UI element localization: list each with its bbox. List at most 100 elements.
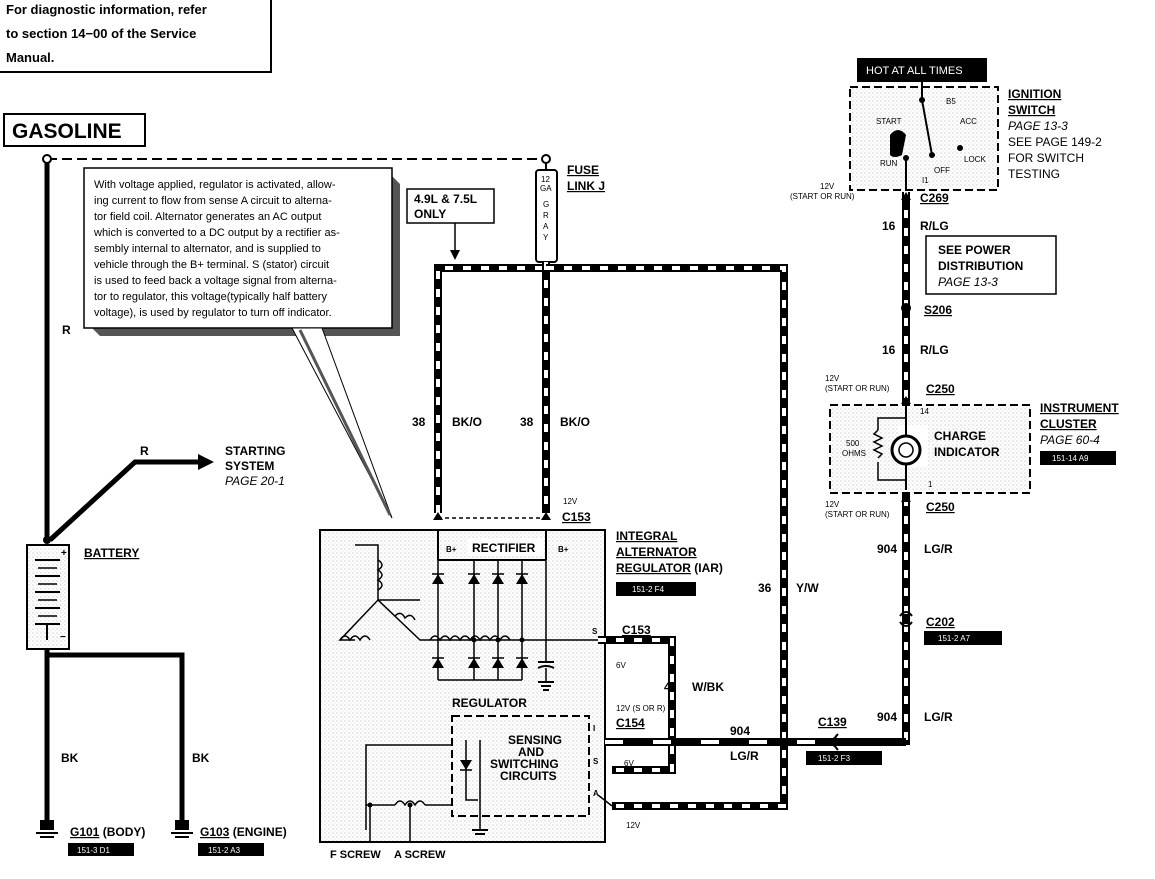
w16-color-2: R/LG <box>920 343 949 357</box>
note-line-1: For diagnostic information, refer <box>6 2 207 17</box>
splice-node <box>42 154 52 164</box>
g103-location: (ENGINE) <box>233 825 287 839</box>
w38-color-1: BK/O <box>452 415 482 429</box>
w16-color-1: R/LG <box>920 219 949 233</box>
callout-line: With voltage applied, regulator is activ… <box>94 179 336 191</box>
svg-text:B5: B5 <box>946 97 956 106</box>
regulator-label: REGULATOR <box>452 696 527 710</box>
svg-text:G: G <box>543 200 549 209</box>
callout-line: is used to feed back a voltage signal fr… <box>94 275 337 287</box>
wbk-wire <box>598 636 676 774</box>
note-line-3: Manual. <box>6 50 54 65</box>
starting-page: PAGE 20-1 <box>225 474 285 488</box>
svg-text:500: 500 <box>846 439 860 448</box>
field-coil <box>365 744 452 842</box>
callout-line: ing current to flow from sense A circuit… <box>94 195 332 207</box>
cluster-ref-badge <box>1040 451 1116 465</box>
w904-color-2: LG/R <box>924 710 953 724</box>
callout-line: which is converted to a DC output by a r… <box>93 227 340 239</box>
cluster-title-2: CLUSTER <box>1040 417 1097 431</box>
s206-label: S206 <box>924 303 952 317</box>
svg-text:LOCK: LOCK <box>964 155 986 164</box>
svg-text:INDICATOR: INDICATOR <box>934 445 1000 459</box>
c154-label: C154 <box>616 716 645 730</box>
callout-line: vehicle through the B+ terminal. S (stat… <box>94 259 329 271</box>
svg-text:OHMS: OHMS <box>842 449 866 458</box>
g103-ref-badge <box>198 843 264 856</box>
battery-splice <box>43 536 51 544</box>
bk-label-1: BK <box>61 751 79 765</box>
w904-num-2: 904 <box>877 710 897 724</box>
c139-connector <box>826 733 839 751</box>
power-dist-note: SEE POWER DISTRIBUTION PAGE 13-3 <box>925 235 1057 295</box>
ignition-switch: B5 START ACC RUN OFF LOCK I1 <box>849 82 999 191</box>
a-screw-label: A SCREW <box>394 849 446 861</box>
term-i: I <box>593 724 595 733</box>
r-wire-label: R <box>62 323 71 337</box>
c202-ref-badge <box>924 631 1002 645</box>
note-line-2: to section 14−00 of the Service <box>6 26 196 41</box>
c269-label: C269 <box>920 191 949 205</box>
svg-text:A: A <box>543 222 549 231</box>
ignition-see-1: SEE PAGE 149-2 <box>1008 135 1102 149</box>
ignition-page: PAGE 13-3 <box>1008 119 1068 133</box>
yw-wire <box>546 264 788 810</box>
svg-text:14: 14 <box>920 407 929 416</box>
s206-splice <box>901 303 911 313</box>
ground-icon <box>36 820 58 838</box>
fuse-link: 12 GA G R A Y <box>535 154 558 263</box>
svg-text:1: 1 <box>928 480 933 489</box>
section-title: GASOLINE <box>3 113 146 147</box>
battery-label: BATTERY <box>84 546 139 560</box>
svg-text:I1: I1 <box>922 176 929 185</box>
f-screw-label: F SCREW <box>330 849 381 861</box>
sensing-circuits: SENSING AND SWITCHING CIRCUITS <box>451 715 590 835</box>
rectifier-label: RECTIFIER <box>472 541 536 555</box>
v6-top: 6V <box>616 661 626 670</box>
callout-line: voltage), is used by regulator to turn o… <box>94 307 332 319</box>
svg-text:Y: Y <box>543 233 549 242</box>
callout-line: sembly internal to alternator, and is su… <box>94 243 321 255</box>
alt-ref: 151-2 F4 <box>632 585 665 594</box>
starting-arrow-icon <box>198 454 214 470</box>
w4-color: W/BK <box>692 680 724 694</box>
cluster-title-1: INSTRUMENT <box>1040 401 1119 415</box>
w16-num-2: 16 <box>882 343 896 357</box>
hot-label: HOT AT ALL TIMES <box>866 65 963 77</box>
alt-title-1: INTEGRAL <box>616 529 677 543</box>
c250-top-label: C250 <box>926 382 955 396</box>
diagnostic-note: For diagnostic information, refer to sec… <box>0 0 272 73</box>
c269-voltage: 12V <box>820 182 835 191</box>
rectifier: RECTIFIER B+ B+ <box>338 530 598 691</box>
engine-note: 4.9L & 7.5L ONLY <box>406 188 495 260</box>
hot-label-badge <box>857 58 987 82</box>
c153-label: C153 <box>562 510 591 524</box>
starting-title-2: SYSTEM <box>225 459 274 473</box>
w4-num: 4 <box>664 680 671 694</box>
fuse-label-2: LINK J <box>567 179 605 193</box>
ignition-see-3: TESTING <box>1008 167 1060 181</box>
cluster-ref: 151-14 A9 <box>1052 454 1089 463</box>
ignition-see-2: FOR SWITCH <box>1008 151 1084 165</box>
svg-text:SENSING: SENSING <box>508 733 562 747</box>
battery: + − <box>26 544 70 650</box>
term-a: A <box>593 789 599 798</box>
w904-color-left: LG/R <box>730 749 759 763</box>
svg-text:CHARGE: CHARGE <box>934 429 986 443</box>
g101-ref: 151-3 D1 <box>77 846 110 855</box>
svg-text:RUN: RUN <box>880 159 898 168</box>
c153-voltage: 12V <box>563 497 578 506</box>
c139-ref: 151-2 F3 <box>818 754 851 763</box>
svg-text:OFF: OFF <box>934 166 950 175</box>
w904-color-1: LG/R <box>924 542 953 556</box>
w38-color-2: BK/O <box>560 415 590 429</box>
g103-ref: 151-2 A3 <box>208 846 241 855</box>
power-dist-3: PAGE 13-3 <box>938 275 998 289</box>
g103-wire <box>47 652 185 820</box>
c269-start-or-run: (START OR RUN) <box>790 192 855 201</box>
svg-text:ACC: ACC <box>960 117 977 126</box>
c250-bottom-start-or-run: (START OR RUN) <box>825 510 890 519</box>
w904-num-left: 904 <box>730 724 750 738</box>
ground-icon <box>171 820 193 838</box>
